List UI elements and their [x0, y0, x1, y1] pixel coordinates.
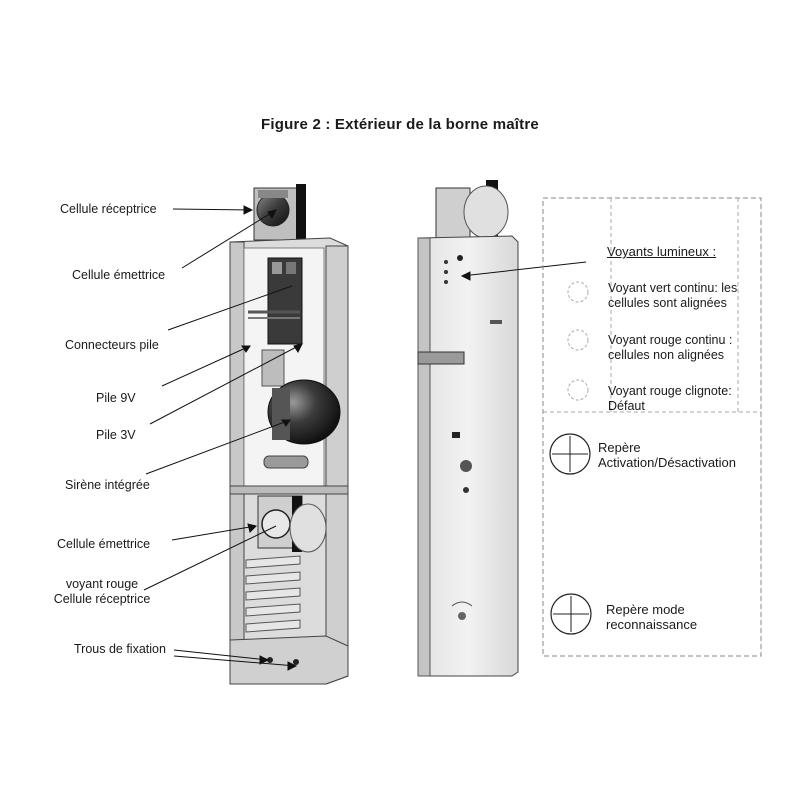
- repere-activation-line2: Activation/Désactivation: [598, 455, 737, 470]
- repere-reconnaissance: Repère mode reconnaissance: [606, 602, 697, 632]
- legend-item-rouge-line2: cellules non alignées: [608, 348, 725, 362]
- legend-item-rouge-line1: Voyant rouge continu :: [608, 333, 733, 347]
- repere-reconnaissance-line2: reconnaissance: [606, 617, 698, 632]
- repere-reconnaissance-line1: Repère mode: [606, 602, 685, 617]
- legend-panel: [542, 197, 762, 657]
- left-device: [229, 184, 349, 685]
- label-connecteurs-pile: Connecteurs pile: [65, 338, 159, 352]
- repere-activation: Repère Activation/Désactivation: [598, 440, 736, 470]
- voyant-rouge-indicator: [567, 329, 589, 351]
- legend-title: Voyants lumineux :: [607, 244, 717, 259]
- right-device: [417, 180, 519, 677]
- legend-item-clignote-line1: Voyant rouge clignote:: [608, 384, 732, 398]
- label-sirene: Sirène intégrée: [65, 478, 150, 492]
- legend-item-vert-line1: Voyant vert continu: les: [608, 281, 738, 295]
- leader-lines: [143, 205, 587, 671]
- voyant-clignote-indicator: [567, 379, 589, 401]
- legend-item-clignote-line2: Défaut: [608, 399, 645, 413]
- legend-item-vert-line2: cellules sont alignées: [608, 296, 727, 310]
- label-pile-3v: Pile 3V: [96, 428, 136, 442]
- label-voyant-rouge-line2: Cellule réceptrice: [53, 592, 151, 606]
- label-cellule-emettrice-bottom: Cellule émettrice: [57, 537, 151, 551]
- repere-activation-line1: Repère: [598, 440, 641, 455]
- label-pile-9v: Pile 9V: [96, 391, 136, 405]
- label-trous-fixation: Trous de fixation: [74, 642, 166, 656]
- legend-item-rouge: Voyant rouge continu : cellules non alig…: [608, 333, 732, 363]
- label-voyant-rouge-line1: voyant rouge: [65, 577, 139, 591]
- label-voyant-rouge: voyant rouge Cellule réceptrice: [28, 577, 176, 607]
- legend-item-vert: Voyant vert continu: les cellules sont a…: [608, 281, 737, 311]
- voyant-vert-indicator: [567, 281, 589, 303]
- legend-item-clignote: Voyant rouge clignote: Défaut: [608, 384, 732, 414]
- label-cellule-emettrice-top: Cellule émettrice: [72, 268, 166, 282]
- figure-title: Figure 2 : Extérieur de la borne maître: [261, 116, 539, 133]
- label-cellule-receptrice-top: Cellule réceptrice: [60, 202, 157, 216]
